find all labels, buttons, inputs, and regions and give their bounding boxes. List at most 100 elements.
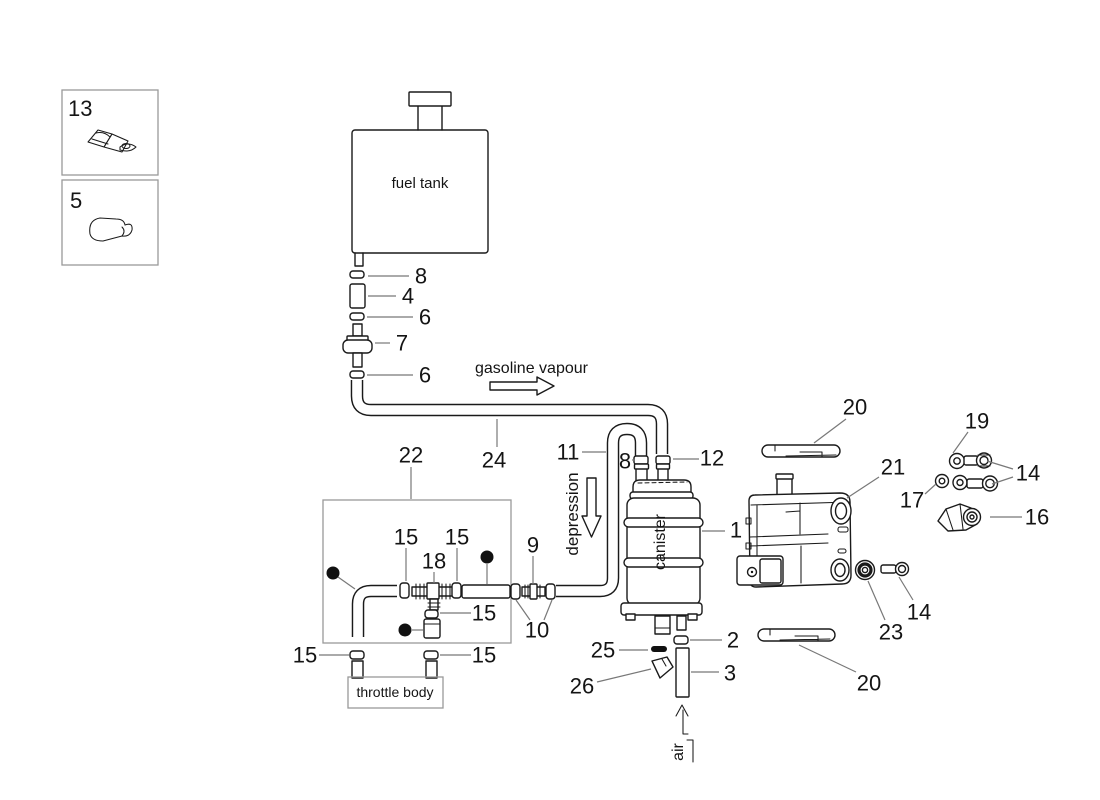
leader-line bbox=[986, 460, 1014, 470]
inset-box-5: 5 bbox=[61, 179, 159, 266]
inset-box-13: 13 bbox=[61, 89, 159, 176]
washer-17 bbox=[934, 473, 950, 489]
clip-15d bbox=[349, 650, 365, 660]
callout-8-8: 8 bbox=[619, 449, 631, 474]
valve-7 bbox=[342, 323, 373, 368]
bracket-lower-mount bbox=[736, 555, 784, 586]
callout-6-4: 6 bbox=[419, 363, 431, 388]
clip-6b bbox=[349, 370, 365, 379]
callout-11-7: 11 bbox=[557, 440, 580, 465]
clip-2 bbox=[673, 635, 689, 645]
clip-15b bbox=[451, 582, 462, 599]
callout-23-21: 23 bbox=[879, 620, 903, 645]
strap-20-top bbox=[761, 444, 841, 458]
callout-15-24: 15 bbox=[394, 525, 418, 550]
down-arrow-icon bbox=[581, 477, 602, 538]
inset-label-5: 5 bbox=[70, 188, 82, 213]
callout-20-15: 20 bbox=[843, 395, 867, 420]
leader-line bbox=[846, 476, 880, 499]
filter-cartridge bbox=[423, 618, 441, 639]
callout-21-16: 21 bbox=[881, 455, 905, 480]
callout-15-31: 15 bbox=[472, 643, 496, 668]
callout-8-0: 8 bbox=[415, 264, 427, 289]
callout-17-19: 17 bbox=[900, 488, 924, 513]
inset-label-13: 13 bbox=[68, 96, 92, 121]
clamp-part-icon bbox=[87, 129, 137, 153]
callout-15-28: 15 bbox=[472, 601, 496, 626]
elbow-hose bbox=[351, 584, 397, 637]
callout-26-14: 26 bbox=[570, 674, 594, 699]
rubber-pad-icon bbox=[89, 217, 133, 242]
bolt-14-upper bbox=[963, 452, 993, 469]
straight-hose bbox=[461, 584, 511, 599]
bolt-14-lower bbox=[880, 561, 910, 577]
callout-24-6: 24 bbox=[482, 448, 506, 473]
callout-14-18: 14 bbox=[1016, 461, 1040, 486]
leader-line bbox=[543, 599, 553, 621]
clip-8 bbox=[349, 270, 365, 279]
connector-9 bbox=[521, 583, 546, 600]
clip-15c bbox=[424, 609, 439, 619]
bracket-21 bbox=[736, 473, 852, 588]
canister: canister bbox=[620, 463, 704, 635]
plug-25 bbox=[651, 646, 667, 652]
leader-line bbox=[898, 576, 914, 601]
clip-15e bbox=[423, 650, 439, 660]
link-16 bbox=[937, 503, 982, 532]
callout-14-22: 14 bbox=[907, 600, 931, 625]
callout-22-5: 22 bbox=[399, 443, 423, 468]
tank-outlet-fittings bbox=[342, 270, 373, 379]
tube-4 bbox=[349, 283, 366, 309]
air-bracket bbox=[686, 739, 694, 763]
hose-group-box-22 bbox=[322, 499, 512, 644]
throttle-body-label: throttle body bbox=[356, 684, 433, 700]
washer-14b bbox=[952, 474, 968, 491]
washer-19 bbox=[948, 452, 966, 470]
grommet-23 bbox=[854, 559, 876, 581]
strap-20-bottom bbox=[757, 628, 836, 642]
fuel-tank: fuel tank bbox=[351, 91, 489, 267]
clip-6a bbox=[349, 312, 365, 321]
connection-dot bbox=[480, 550, 494, 564]
vapour-pipe-24 bbox=[350, 380, 669, 454]
connection-dot bbox=[398, 623, 412, 637]
canister-label: canister bbox=[652, 513, 669, 570]
bolt-14-lower-right bbox=[966, 475, 999, 492]
right-arrow-icon bbox=[489, 376, 555, 396]
callout-3-13: 3 bbox=[724, 661, 736, 686]
callout-15-30: 15 bbox=[293, 643, 317, 668]
leader-line bbox=[867, 580, 886, 621]
up-arrow-icon bbox=[675, 704, 689, 735]
gasoline-vapour-annotation: gasoline vapour bbox=[475, 360, 589, 396]
callout-7-3: 7 bbox=[396, 331, 408, 356]
clip-12 bbox=[655, 455, 671, 465]
depression-label: depression bbox=[563, 472, 582, 555]
clip-10a bbox=[510, 583, 521, 600]
air-tube-3 bbox=[675, 647, 690, 698]
clip-15a bbox=[399, 582, 410, 599]
callout-10-29: 10 bbox=[525, 618, 549, 643]
leader-line bbox=[798, 644, 857, 673]
depression-pipe-11 bbox=[556, 422, 648, 598]
connection-dots bbox=[326, 550, 494, 637]
callout-9-27: 9 bbox=[527, 533, 539, 558]
tee-fitting-18 bbox=[411, 582, 455, 611]
air-annotation: air bbox=[670, 704, 694, 763]
leader-line bbox=[952, 431, 969, 454]
callout-12-9: 12 bbox=[700, 446, 724, 471]
clip-8b bbox=[633, 455, 649, 465]
callout-18-25: 18 bbox=[422, 549, 446, 574]
callout-20-23: 20 bbox=[857, 671, 881, 696]
leader-line bbox=[515, 599, 531, 621]
callout-25-12: 25 bbox=[591, 638, 615, 663]
clip-10b bbox=[545, 583, 556, 600]
connection-dot bbox=[326, 566, 340, 580]
depression-annotation: depression bbox=[563, 472, 602, 556]
leader-line bbox=[991, 476, 1014, 485]
callout-4-1: 4 bbox=[402, 284, 414, 309]
air-label: air bbox=[670, 742, 687, 760]
callout-6-2: 6 bbox=[419, 305, 431, 330]
